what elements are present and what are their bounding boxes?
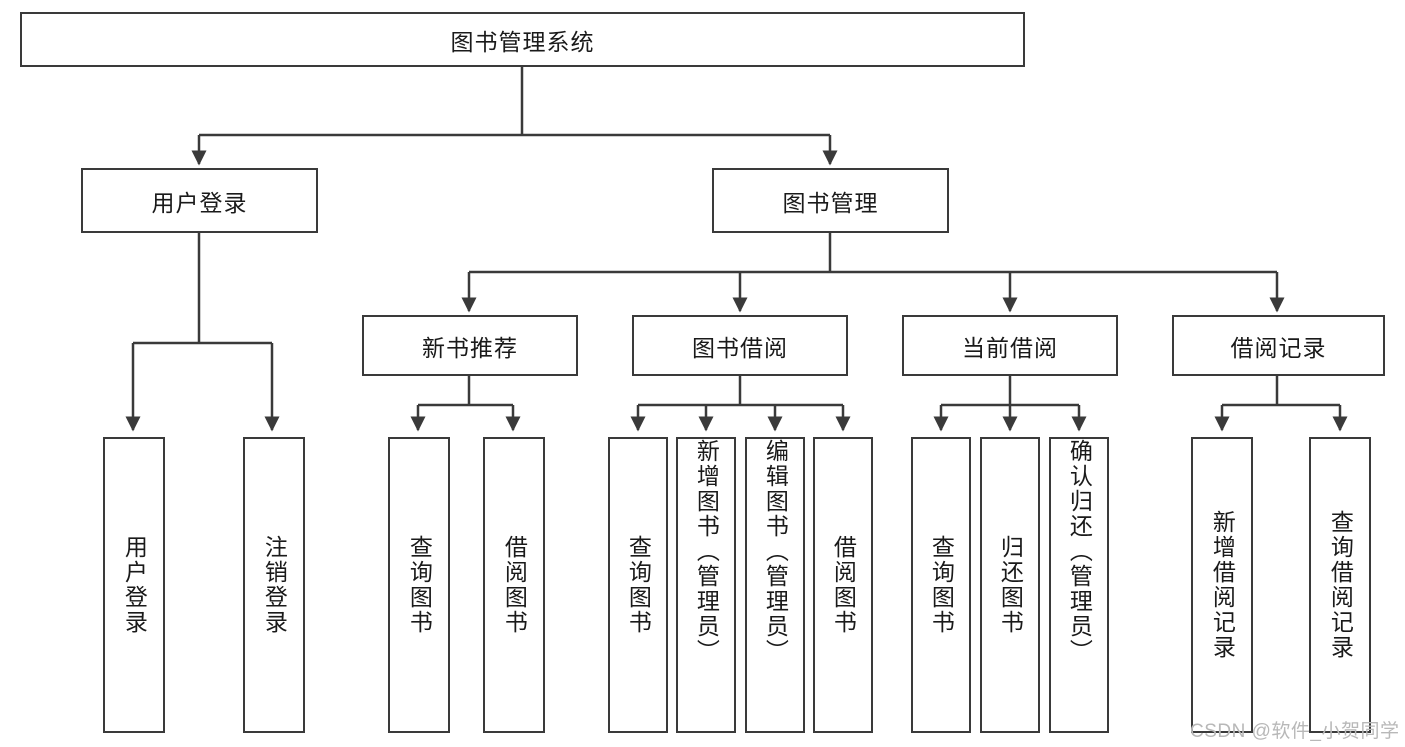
- node-current-borrow-label: 当前借阅: [962, 334, 1058, 361]
- node-leaf-query-book-3[interactable]: 查询图书: [911, 437, 971, 733]
- node-root-label: 图书管理系统: [450, 28, 595, 55]
- node-leaf-edit-book[interactable]: 编辑图书（管理员）: [745, 437, 805, 733]
- node-leaf-query-book-1-label: 查询图书: [406, 535, 433, 635]
- node-leaf-edit-book-label: 编辑图书（管理员）: [762, 439, 789, 664]
- node-leaf-return-book-label: 归还图书: [997, 535, 1024, 635]
- node-root[interactable]: 图书管理系统: [20, 12, 1025, 67]
- node-leaf-borrow-book-1[interactable]: 借阅图书: [483, 437, 545, 733]
- node-borrow-record-label: 借阅记录: [1230, 334, 1327, 361]
- node-leaf-borrow-book-2-label: 借阅图书: [830, 535, 857, 635]
- node-leaf-borrow-book-2[interactable]: 借阅图书: [813, 437, 873, 733]
- node-book-manage[interactable]: 图书管理: [712, 168, 949, 233]
- node-leaf-query-record[interactable]: 查询借阅记录: [1309, 437, 1371, 733]
- node-borrow-record[interactable]: 借阅记录: [1172, 315, 1385, 376]
- node-current-borrow[interactable]: 当前借阅: [902, 315, 1118, 376]
- csdn-watermark: CSDN @软件_小贺同学: [1190, 721, 1400, 742]
- node-leaf-query-book-3-label: 查询图书: [928, 535, 955, 635]
- node-leaf-user-login-label: 用户登录: [121, 535, 148, 635]
- node-leaf-query-book-2[interactable]: 查询图书: [608, 437, 668, 733]
- node-leaf-query-record-label: 查询借阅记录: [1327, 510, 1354, 660]
- node-leaf-add-record-label: 新增借阅记录: [1209, 510, 1236, 660]
- node-leaf-user-login[interactable]: 用户登录: [103, 437, 165, 733]
- node-leaf-add-book-label: 新增图书（管理员）: [693, 439, 720, 664]
- node-leaf-borrow-book-1-label: 借阅图书: [501, 535, 528, 635]
- node-leaf-confirm-return-label: 确认归还（管理员）: [1066, 439, 1093, 664]
- node-leaf-query-book-2-label: 查询图书: [625, 535, 652, 635]
- node-new-book-rec-label: 新书推荐: [422, 334, 518, 361]
- node-book-borrow-label: 图书借阅: [692, 334, 788, 361]
- node-book-manage-label: 图书管理: [782, 189, 879, 216]
- node-leaf-user-logout[interactable]: 注销登录: [243, 437, 305, 733]
- node-leaf-query-book-1[interactable]: 查询图书: [388, 437, 450, 733]
- node-user-login[interactable]: 用户登录: [81, 168, 318, 233]
- node-leaf-user-logout-label: 注销登录: [261, 535, 288, 635]
- node-leaf-add-record[interactable]: 新增借阅记录: [1191, 437, 1253, 733]
- node-user-login-label: 用户登录: [151, 189, 248, 216]
- node-leaf-add-book[interactable]: 新增图书（管理员）: [676, 437, 736, 733]
- node-leaf-confirm-return[interactable]: 确认归还（管理员）: [1049, 437, 1109, 733]
- node-leaf-return-book[interactable]: 归还图书: [980, 437, 1040, 733]
- node-book-borrow[interactable]: 图书借阅: [632, 315, 848, 376]
- node-new-book-rec[interactable]: 新书推荐: [362, 315, 578, 376]
